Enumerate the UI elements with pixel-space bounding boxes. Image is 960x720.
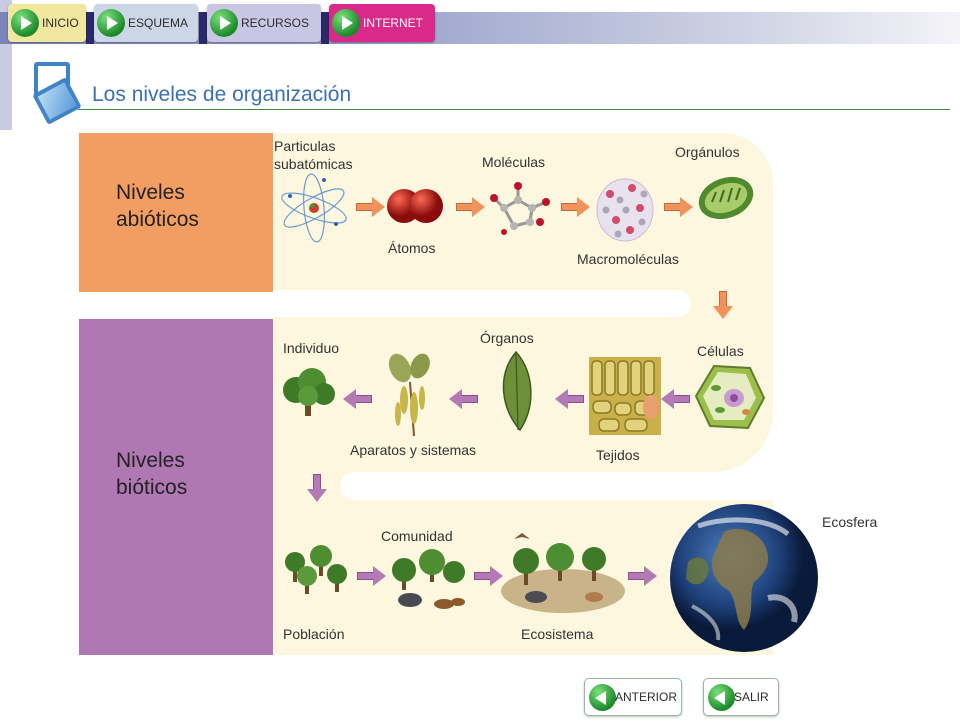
flow-arrow-right [357,566,387,586]
abiotic-group-label: Niveles abióticos [116,179,199,233]
play-icon [11,9,39,37]
stage-organulos-label: Orgánulos [675,144,740,160]
plant-organs-illustration [388,353,430,437]
flow-gap [273,290,691,317]
atom-illustration [281,173,347,243]
earth-illustration [670,504,818,652]
stage-poblacion-label: Población [283,626,345,642]
abiotic-label-line: Niveles [116,181,185,204]
stage-celulas-label: Células [697,343,744,359]
stage-comunidad-label: Comunidad [381,528,453,544]
nav-esquema-button[interactable]: ESQUEMA [94,4,198,42]
play-icon [332,9,360,37]
stage-individuo-label: Individuo [283,340,340,356]
back-arrow-icon [708,684,735,711]
nav-separator [321,12,329,44]
cell-illustration [694,364,766,430]
flow-arrow-right [628,566,658,586]
play-icon [97,9,125,37]
abiotic-label-line: abióticos [116,208,199,231]
stage-particulas-label: Particulas subatómicas [274,137,353,173]
title-divider [78,109,950,110]
macromolecule-illustration [596,178,654,242]
biotic-group-label: Niveles bióticos [116,447,187,501]
biotic-label-line: bióticos [116,476,188,499]
stage-tejidos-label: Tejidos [596,447,640,463]
flow-arrow-left [554,389,584,409]
back-arrow-icon [589,684,616,711]
salir-label: SALIR [734,690,769,704]
nav-recursos-label: RECURSOS [241,16,310,30]
nav-internet-button[interactable]: INTERNET [329,4,435,42]
flow-gap [340,472,780,500]
flow-arrow-left [342,389,372,409]
salir-button[interactable]: SALIR [703,678,779,716]
stage-particulas-line2: subatómicas [274,156,353,172]
anterior-button[interactable]: ANTERIOR [584,678,682,716]
anterior-label: ANTERIOR [615,690,678,704]
stage-moleculas-label: Moléculas [482,154,546,170]
leaf-illustration [502,350,532,432]
flow-arrow-right [474,566,504,586]
community-illustration [392,549,465,609]
stage-atomos-label: Átomos [388,240,436,256]
stage-ecosfera-label: Ecosfera [822,514,878,530]
flow-arrow-right [664,197,694,217]
flow-arrow-down [307,474,327,502]
nav-separator [86,12,94,44]
page-title: Los niveles de organización [92,83,352,106]
organelle-illustration [698,176,754,220]
stage-aparatos-label: Aparatos y sistemas [350,442,477,458]
biotic-panel-tab [250,319,273,339]
biotic-panel [79,319,273,655]
nav-separator [199,12,207,44]
stage-ecosistema-label: Ecosistema [521,626,594,642]
tissue-illustration [589,357,661,435]
molecule-illustration [490,182,550,235]
tree-illustration [283,368,335,416]
section-icon [30,60,84,126]
nav-esquema-label: ESQUEMA [128,16,189,30]
flow-arrow-right [561,197,591,217]
flow-arrow-down [713,291,733,319]
flow-arrow-left [448,389,478,409]
ecosystem-illustration [501,533,625,613]
stage-particulas-line1: Particulas [274,138,336,154]
abiotic-panel [79,133,273,292]
flow-arrow-left [660,389,690,409]
nav-inicio-button[interactable]: INICIO [8,4,86,42]
atoms-illustration [387,189,443,223]
nav-internet-label: INTERNET [363,16,423,30]
stage-macromoleculas-label: Macromoléculas [577,251,679,267]
nav-recursos-button[interactable]: RECURSOS [207,4,321,42]
population-illustration [285,545,347,594]
biotic-label-line: Niveles [116,449,185,472]
flow-arrow-right [356,197,386,217]
top-nav-bar: INICIO ESQUEMA RECURSOS INTERNET [0,0,960,130]
stage-organos-label: Órganos [480,330,534,346]
nav-inicio-label: INICIO [42,16,79,30]
flow-arrow-right [456,197,486,217]
play-icon [210,9,238,37]
